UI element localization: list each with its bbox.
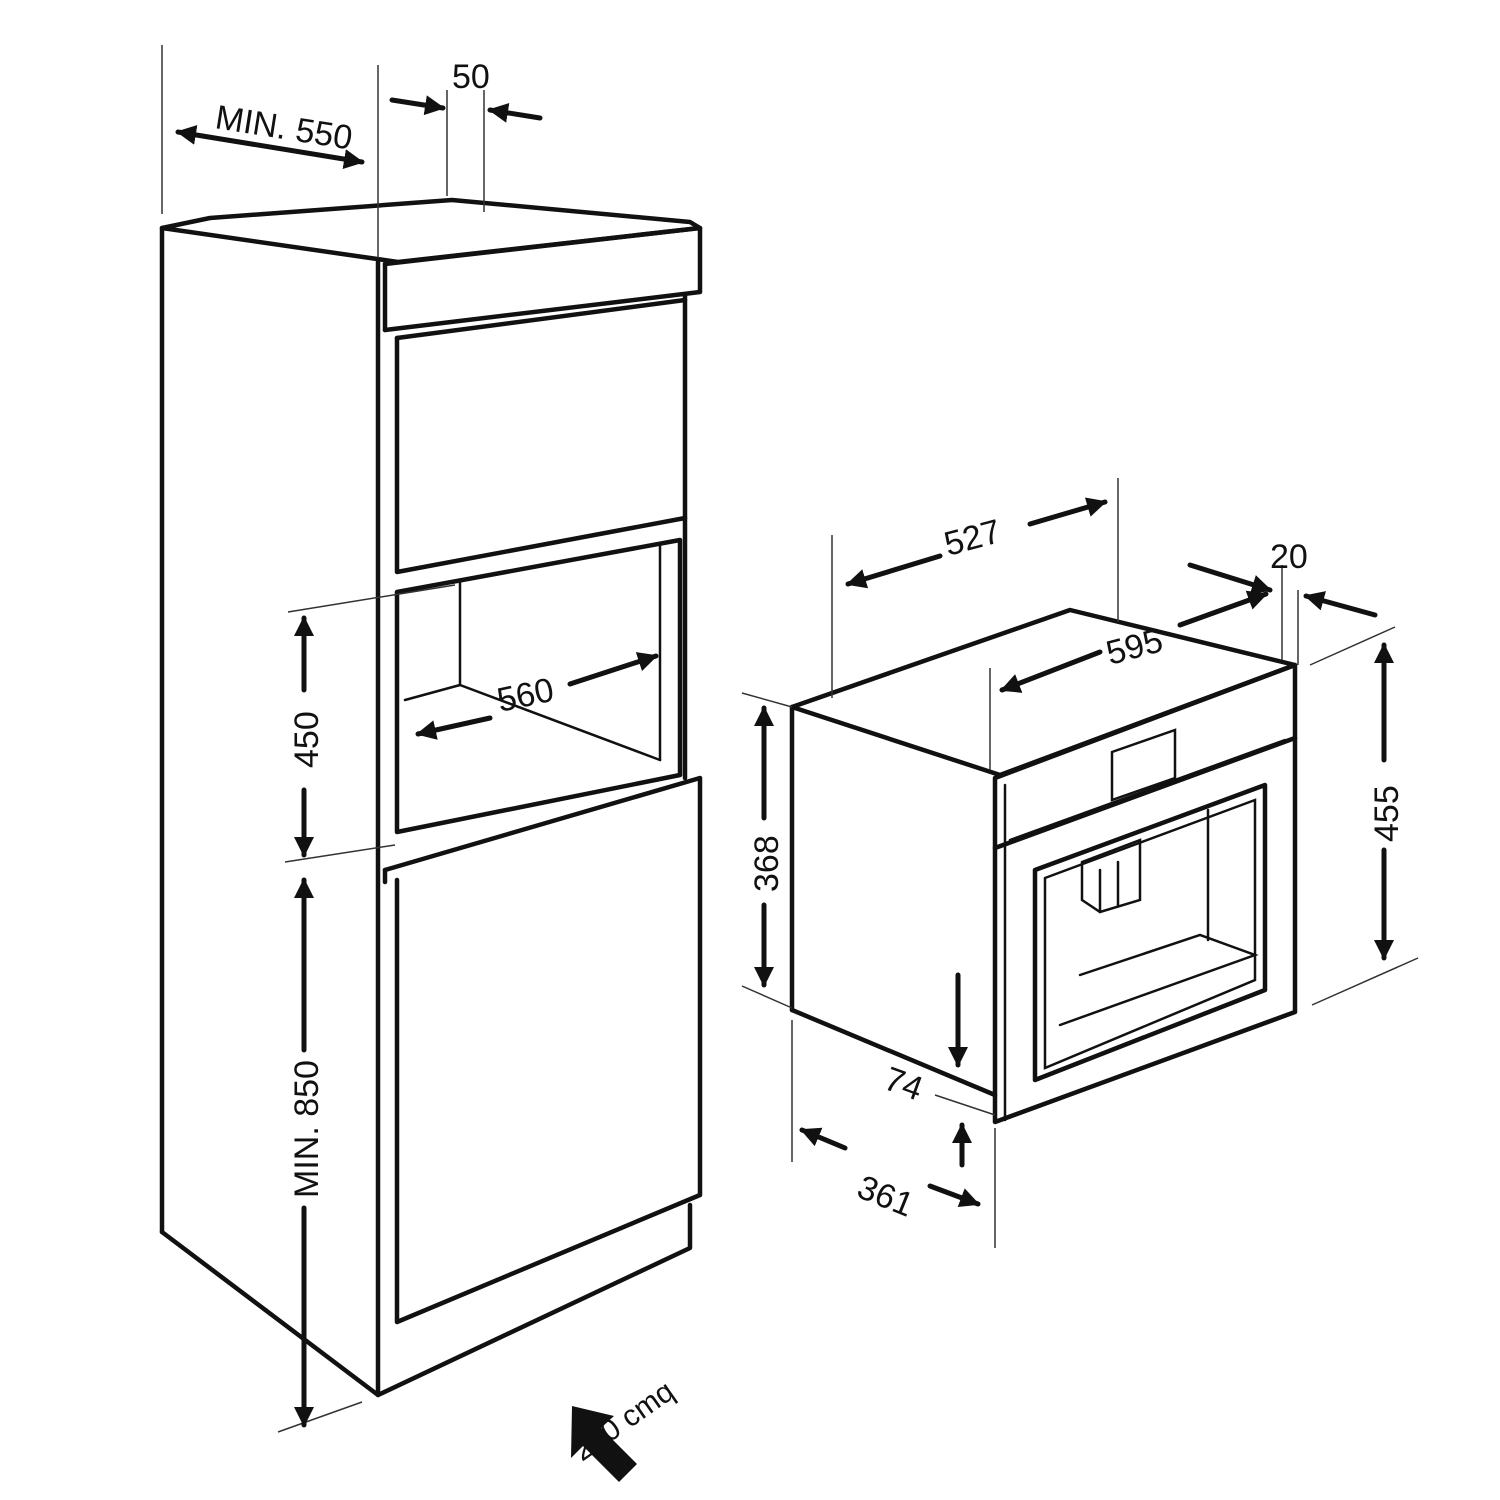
label-527: 527 (940, 512, 1005, 563)
label-74: 74 (879, 1060, 928, 1109)
label-50: 50 (452, 58, 490, 96)
dimension-20: 20 (1187, 538, 1378, 665)
dimension-50: 50 (389, 58, 543, 212)
label-20: 20 (1270, 538, 1308, 576)
drip-tray (1058, 933, 1259, 1027)
label-361: 361 (852, 1168, 919, 1224)
dimension-527: 527 (831, 478, 1119, 698)
label-450: 450 (288, 711, 326, 768)
dimension-560: 560 (415, 652, 659, 740)
dimension-450: 450 (284, 584, 456, 863)
label-368: 368 (748, 835, 786, 892)
dimension-min-550: MIN. 550 (161, 45, 379, 258)
label-min-850: MIN. 850 (288, 1060, 326, 1198)
tall-cabinet (159, 197, 703, 1398)
label-560: 560 (494, 671, 557, 720)
spout (1080, 838, 1142, 914)
dimension-595: 595 (989, 565, 1283, 770)
label-595: 595 (1102, 621, 1167, 672)
display-screen (1110, 728, 1177, 802)
dimension-368: 368 (741, 692, 793, 1009)
dimension-min-850: MIN. 850 (277, 877, 363, 1433)
dimension-455: 455 (1309, 626, 1419, 1006)
vent-arrow-icon (571, 1406, 637, 1482)
vent-200-cmq: 200 cmq (567, 1375, 680, 1482)
label-455: 455 (1368, 785, 1406, 842)
coffee-machine (789, 607, 1298, 1125)
